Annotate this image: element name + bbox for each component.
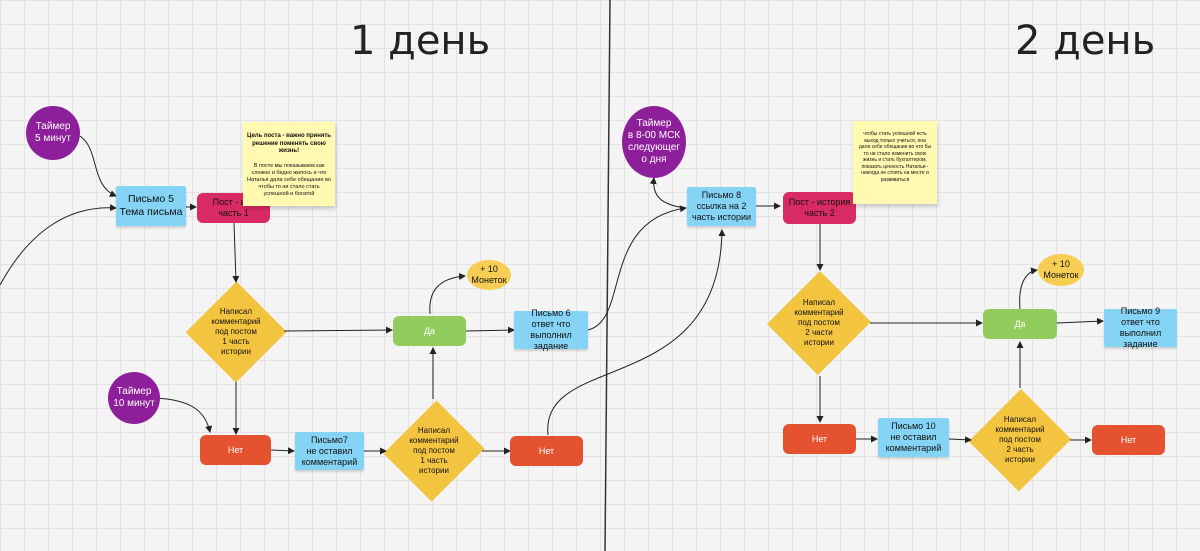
coins-reward-node-day-1[interactable]: + 10 Монеток [467, 260, 511, 290]
arrow-email6-to-email8 [587, 205, 687, 331]
arrow-timer1-to-email5 [79, 135, 117, 197]
arrow-no1-to-email7 [270, 447, 295, 455]
decision-commented-part-1-second-node[interactable]: Написал комментарий под постом 1 часть и… [386, 398, 482, 504]
email-7-node[interactable]: Письмо7 не оставил комментарий [295, 432, 364, 470]
timer-8am-next-day-node[interactable]: Таймер в 8-00 МСК следующег о дня [622, 106, 686, 178]
no-node-day-1[interactable]: Нет [200, 435, 271, 465]
arrow-email10-to-decision4 [948, 436, 972, 444]
decision-commented-part-2-node[interactable]: Написал комментарий под постом 2 части и… [768, 270, 870, 376]
email-6-node[interactable]: Письмо 6 ответ что выполнил задание [514, 308, 588, 351]
no-node-day-1-second[interactable]: Нет [510, 436, 583, 466]
post-story-part-1-node[interactable]: Пост - ист часть 1 [197, 193, 270, 223]
decision-label: Написал комментарий под постом 1 часть и… [409, 426, 459, 475]
day-divider [604, 0, 611, 551]
sticky-note-body: В посте мы показываем как сложно и бедно… [247, 162, 331, 197]
email-10-node[interactable]: Письмо 10 не оставил комментарий [878, 418, 949, 457]
email-8-node[interactable]: Письмо 8 ссылка на 2 часть истории [687, 187, 756, 226]
arrow-post1-to-decision1 [232, 222, 240, 283]
decision-label: Написал комментарий под постом 2 часть и… [995, 415, 1045, 464]
arrow-email8-to-timer3 [649, 177, 687, 209]
coins-reward-node-day-2[interactable]: + 10 Монеток [1038, 254, 1084, 286]
yes-node-day-1[interactable]: Да [393, 316, 466, 346]
post-story-part-2-node[interactable]: Пост - история часть 2 [783, 192, 856, 224]
sticky-note-heading: Цель поста - важно принять решение помен… [247, 133, 331, 154]
decision-commented-part-2-second-node[interactable]: Написал комментарий под постом 2 часть и… [970, 388, 1070, 492]
arrow-offcanvas-to-email5 [0, 204, 117, 286]
arrow-yes-to-coins [429, 272, 466, 315]
day-2-title: 2 день [1015, 18, 1156, 64]
day-1-title: 1 день [350, 18, 491, 64]
arrow-yes2-to-coins [1019, 267, 1038, 310]
no-node-day-2-second[interactable]: Нет [1092, 425, 1165, 455]
timer-5-minutes-node[interactable]: Таймер 5 минут [26, 106, 80, 160]
email-5-node[interactable]: Письмо 5 Тема письма [116, 186, 186, 226]
arrow-decision1-to-yes [283, 326, 393, 334]
timer-10-minutes-node[interactable]: Таймер 10 минут [108, 372, 160, 424]
sticky-note-day-2[interactable]: чтобы стать успешной есть выход только у… [853, 121, 937, 204]
decision-commented-part-1-node[interactable]: Написал комментарий под постом 1 часть и… [186, 281, 286, 383]
sticky-note-day-1[interactable]: Цель поста - важно принять решение помен… [243, 122, 335, 206]
email-9-node[interactable]: Письмо 9 ответ что выполнил задание [1104, 306, 1177, 349]
arrow-timer2-to-no [155, 397, 213, 433]
no-node-day-2[interactable]: Нет [783, 424, 856, 454]
decision-label: Написал комментарий под постом 2 части и… [794, 298, 844, 347]
arrow-yes-to-email6 [465, 326, 515, 334]
decision-label: Написал комментарий под постом 1 часть и… [211, 307, 261, 356]
arrow-yes2-to-email9 [1056, 317, 1104, 325]
yes-node-day-2[interactable]: Да [983, 309, 1057, 339]
